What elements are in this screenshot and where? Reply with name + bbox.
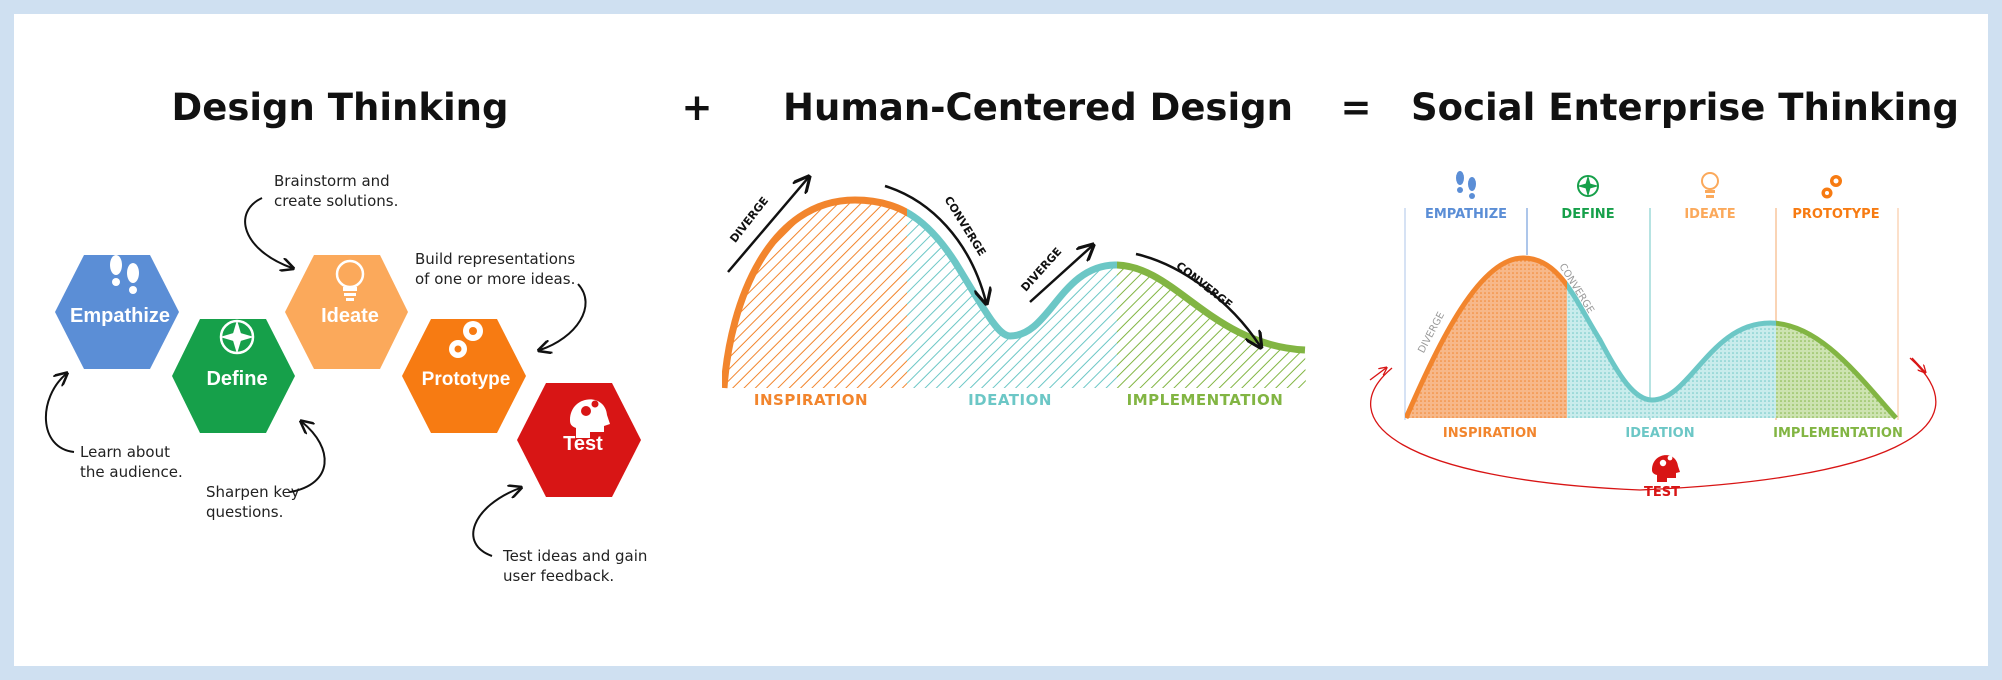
social-area-ideation — [1567, 285, 1776, 418]
stage-define: DEFINE — [1561, 207, 1614, 222]
curved-arrow-test — [472, 488, 520, 557]
hcd-arrow-diverge-2 — [1029, 246, 1092, 303]
hcd-arrow-converge-1 — [884, 184, 986, 302]
note-define-line2: questions. — [206, 503, 283, 521]
social-test-label: TEST — [1644, 485, 1680, 500]
social-curve-inspiration — [1405, 255, 1567, 419]
plus-sign: + — [681, 86, 712, 129]
hex-ideate: Ideate — [285, 255, 408, 369]
hcd-arrow-diverge-1 — [727, 178, 808, 273]
title-human-centered-design: Human-Centered Design — [783, 86, 1293, 129]
note-ideate-line1: Brainstorm and — [274, 172, 390, 190]
hex-prototype: Prototype — [402, 319, 526, 433]
curved-arrow-define — [289, 422, 326, 493]
footprints-icon — [1456, 171, 1476, 199]
hex-empathize: Empathize — [55, 255, 179, 369]
hcd-phase-implementation: IMPLEMENTATION — [1127, 391, 1284, 409]
note-empathize-line1: Learn about — [80, 443, 170, 461]
gears-icon — [1821, 175, 1842, 199]
gears-icon — [449, 321, 483, 358]
hex-label-test: Test — [563, 433, 603, 455]
social-curve-ideation — [1567, 281, 1776, 403]
title-social-enterprise-thinking: Social Enterprise Thinking — [1411, 86, 1959, 129]
hcd-area-implementation — [1117, 265, 1306, 388]
note-ideate-line2: create solutions. — [274, 192, 398, 210]
note-empathize-line2: the audience. — [80, 463, 183, 481]
note-prototype-line2: of one or more ideas. — [415, 270, 575, 288]
test-loop-arrowhead-right — [1911, 357, 1925, 372]
curved-arrow-empathize — [45, 374, 75, 453]
hcd-phase-inspiration: INSPIRATION — [754, 391, 868, 409]
curved-arrow-prototype — [540, 283, 587, 350]
design-thinking-diagram: Design Thinking + Human-Centered Design … — [45, 86, 1959, 585]
hex-label-ideate: Ideate — [321, 305, 379, 327]
hcd-curve-implementation — [1117, 261, 1306, 354]
test-loop-arrowhead-left — [1369, 368, 1386, 381]
compass-icon — [219, 319, 255, 355]
hcd-area-ideation — [907, 212, 1117, 388]
note-test-line1: Test ideas and gain — [502, 547, 647, 565]
hex-define: Define — [172, 319, 295, 433]
hex-label-prototype: Prototype — [422, 369, 511, 390]
hcd-arrow-converge-2 — [1135, 252, 1260, 346]
stage-prototype: PROTOTYPE — [1792, 207, 1879, 222]
stage-empathize: EMPATHIZE — [1425, 207, 1507, 222]
social-area-implementation — [1776, 323, 1896, 418]
lightbulb-icon — [335, 259, 365, 301]
hcd-phase-ideation: IDEATION — [968, 391, 1052, 409]
diagram-frame: Design Thinking + Human-Centered Design … — [14, 14, 1988, 666]
hcd-curve-ideation — [907, 208, 1117, 340]
social-panel: EMPATHIZE DEFINE IDEATE PROTOTYPE — [1369, 171, 1937, 500]
title-design-thinking: Design Thinking — [172, 86, 509, 129]
hcd-label-diverge-1: DIVERGE — [727, 194, 771, 245]
note-define-line1: Sharpen key — [206, 483, 300, 501]
hcd-panel: DIVERGE CONVERGE DIVERGE CONVERGE INSPIR… — [722, 178, 1306, 409]
social-area-inspiration — [1406, 258, 1567, 418]
social-phase-implementation: IMPLEMENTATION — [1773, 426, 1903, 441]
footprints-icon — [110, 255, 139, 294]
social-curve-implementation — [1776, 320, 1898, 420]
curved-arrow-ideate — [244, 197, 292, 268]
stage-ideate: IDEATE — [1684, 207, 1735, 222]
head-gears-icon — [1652, 455, 1680, 482]
test-loop-arrow — [1370, 357, 1937, 491]
note-prototype-line1: Build representations — [415, 250, 575, 268]
hex-label-empathize: Empathize — [70, 305, 170, 327]
head-gears-icon — [570, 399, 610, 438]
note-test-line2: user feedback. — [503, 567, 614, 585]
social-phase-inspiration: INSPIRATION — [1443, 426, 1537, 441]
lightbulb-icon — [1701, 172, 1719, 198]
hex-label-define: Define — [206, 368, 267, 390]
compass-icon — [1577, 175, 1599, 197]
hcd-label-diverge-2: DIVERGE — [1018, 245, 1064, 294]
social-phase-ideation: IDEATION — [1625, 426, 1694, 441]
design-thinking-panel: Empathize Define Ideate — [45, 172, 647, 585]
hcd-curve-inspiration — [722, 196, 907, 389]
hex-test: Test — [517, 383, 641, 497]
equals-sign: = — [1340, 86, 1371, 129]
